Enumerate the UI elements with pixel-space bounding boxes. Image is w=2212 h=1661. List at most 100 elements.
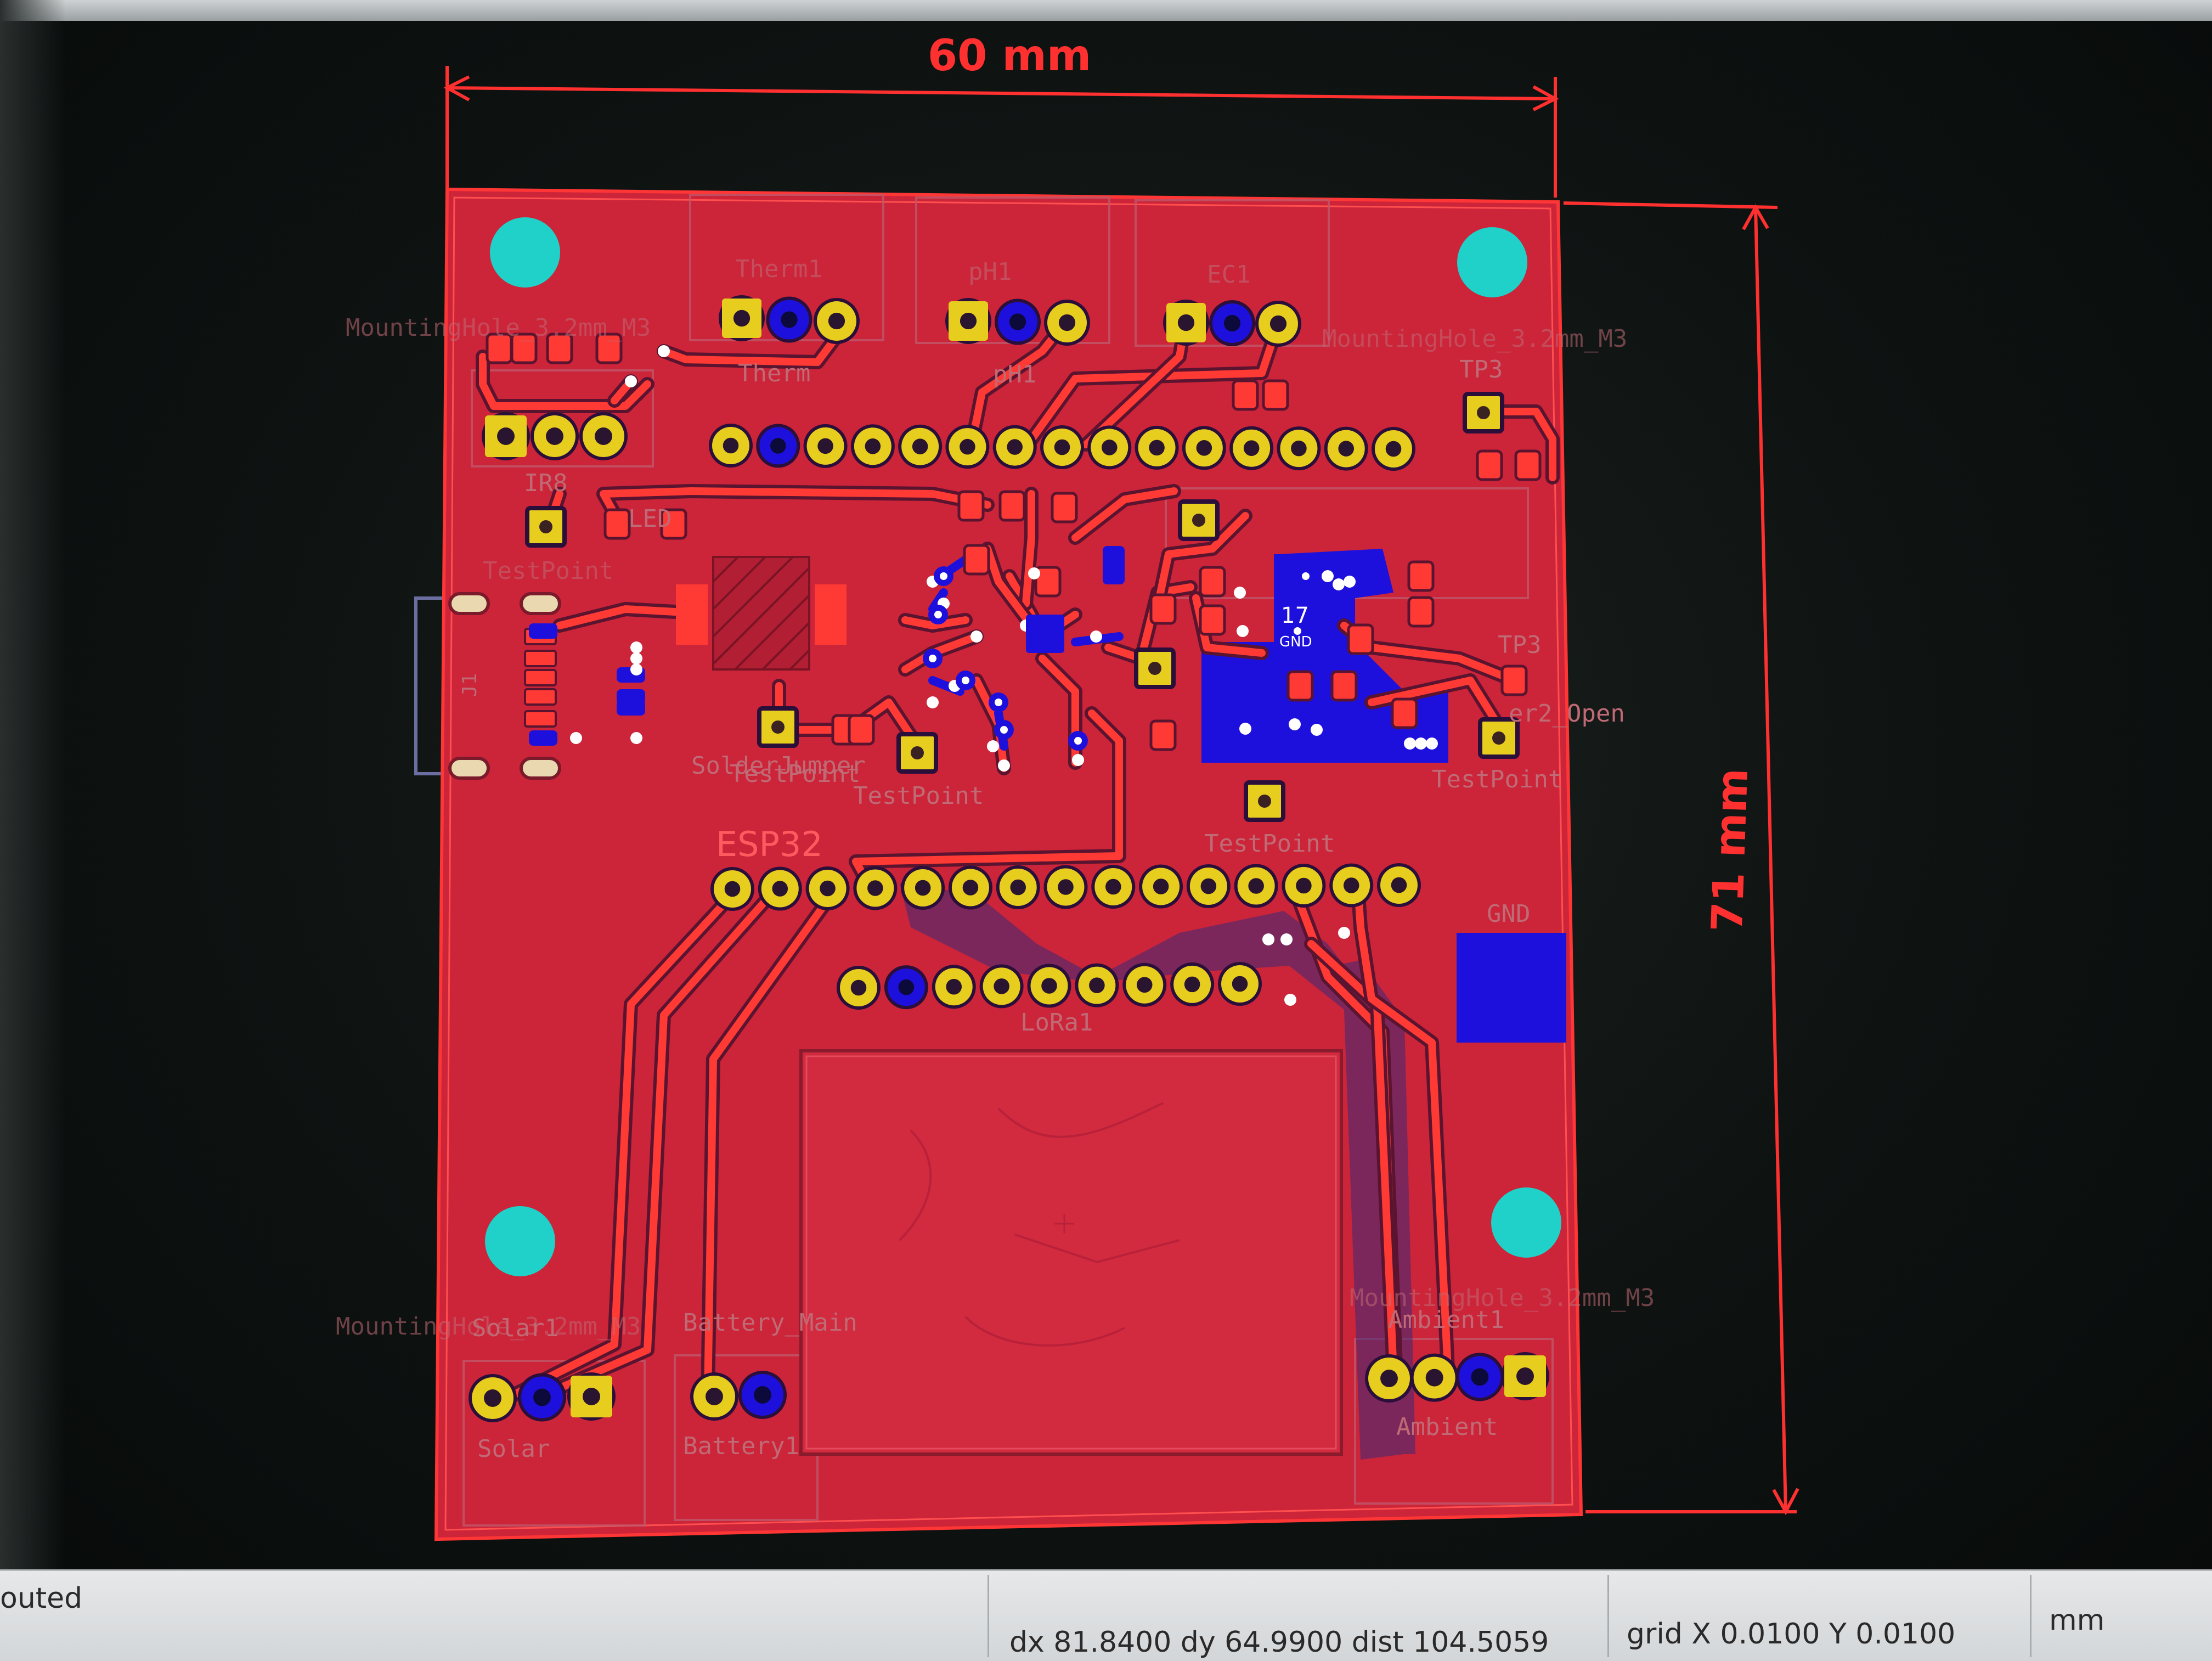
regulator-ic — [676, 556, 847, 671]
pad-hole — [772, 881, 788, 897]
smd-pad — [603, 508, 631, 540]
pad-hole — [1102, 440, 1118, 455]
gnd-pad-label: GND — [1487, 900, 1530, 928]
ir8-label: IR8 — [524, 469, 567, 497]
battery-val: Battery1 — [683, 1432, 799, 1460]
usb-shell-pad — [448, 757, 490, 780]
smd-pad — [1262, 379, 1289, 411]
pad-hole — [1149, 440, 1165, 456]
pad-hole — [960, 312, 977, 330]
therm-ref: Therm1 — [735, 255, 822, 283]
via — [630, 663, 642, 675]
via — [630, 652, 642, 665]
pad-hole — [828, 312, 845, 330]
monitor-top-strip — [0, 0, 2212, 21]
smd-pad — [1232, 379, 1259, 411]
trace — [506, 888, 739, 1400]
via — [1237, 625, 1249, 637]
back-smd-pad — [529, 730, 557, 746]
pad-hole — [1041, 978, 1057, 994]
therm-val: Therm — [738, 359, 810, 387]
pad-hole — [1232, 976, 1248, 992]
status-divider — [2030, 1575, 2032, 1657]
pad-hole — [546, 427, 563, 445]
pad-hole — [733, 309, 751, 327]
back-trace — [945, 555, 970, 575]
mounting-hole — [1491, 1187, 1561, 1258]
trace — [479, 353, 651, 410]
pad-hole — [994, 978, 1009, 994]
pad-hole — [1054, 439, 1070, 455]
solder-jumper-label: SolderJumper — [691, 752, 866, 780]
smd-pad — [1051, 492, 1078, 523]
pcb-editor-canvas[interactable]: 60 mm 71 mm — [0, 0, 2212, 1558]
pad-hole — [1343, 877, 1359, 893]
smd-pad — [546, 333, 573, 364]
smd-pad — [1034, 566, 1062, 598]
pad-hole — [781, 311, 798, 328]
component-pads[interactable] — [448, 217, 1561, 1422]
pad-hole — [820, 880, 836, 897]
pad-hole — [770, 438, 786, 454]
smd-pad — [1476, 449, 1503, 481]
width-dimension[interactable]: 60 mm — [443, 31, 1559, 198]
smd-pad — [1347, 623, 1374, 655]
status-left-text: outed — [0, 1582, 83, 1615]
back-smd-pad — [617, 689, 645, 705]
ec-ref: EC1 — [1207, 261, 1250, 289]
chip-pad — [1026, 615, 1064, 653]
status-bar: outed dx 81.8400 dy 64.9900 dist 104.505… — [0, 1569, 2212, 1661]
chip-net-label: GND — [1279, 634, 1312, 650]
via — [630, 732, 642, 744]
smd-pad — [963, 544, 990, 576]
pad-hole — [1196, 440, 1212, 456]
silkscreen-text: ESP32 LoRa1 GND Therm1 Therm pH1 pH1 EC1… — [336, 255, 1655, 1463]
via — [1262, 933, 1274, 945]
smd-pad — [1500, 665, 1528, 696]
status-divider — [1607, 1575, 1609, 1657]
via — [1072, 754, 1084, 766]
pad-hole — [1258, 795, 1271, 808]
usb-pin-pad — [524, 710, 557, 728]
mounting-hole — [490, 217, 560, 288]
trace — [600, 487, 991, 522]
solar-val: Solar — [477, 1435, 550, 1463]
usb-ref: J1 — [459, 673, 481, 697]
pad-hole — [1243, 440, 1260, 456]
pad-hole — [1516, 1367, 1534, 1385]
pad-hole — [912, 438, 928, 454]
via — [625, 375, 637, 387]
via — [570, 732, 582, 744]
width-dimension-label: 60 mm — [928, 31, 1091, 81]
via — [1028, 567, 1040, 579]
pad-hole — [1338, 441, 1354, 457]
pad-hole — [962, 880, 979, 896]
pad-hole — [1492, 731, 1505, 745]
pad-hole — [533, 1388, 551, 1406]
via — [1284, 994, 1296, 1006]
via — [1322, 570, 1334, 582]
testpoint-mid1-label: TestPoint — [730, 760, 860, 788]
mounting-hole — [485, 1206, 555, 1276]
pad-hole — [867, 880, 883, 896]
pad-hole — [1291, 440, 1307, 457]
mh-tr-label: MountingHole_3.2mm_M3 — [1322, 325, 1627, 353]
via — [1289, 718, 1301, 730]
testpoint-right-label: TestPoint — [1432, 765, 1562, 793]
pad-hole — [1385, 441, 1402, 457]
back-smd-pad — [1103, 546, 1125, 584]
via-hole — [1302, 572, 1310, 580]
pad-hole — [850, 979, 867, 996]
via — [998, 759, 1010, 772]
pad-hole — [1391, 877, 1407, 893]
usb-shell-pad — [520, 757, 561, 780]
height-dimension[interactable]: 71 mm — [1563, 201, 1799, 1516]
via — [970, 630, 983, 643]
lora-module-outline — [799, 1049, 1343, 1456]
via — [1344, 576, 1356, 588]
pad-hole — [706, 1388, 723, 1405]
trace — [1368, 677, 1502, 728]
via-hole — [962, 677, 969, 684]
smd-pad — [998, 490, 1026, 522]
pad-hole — [1296, 877, 1312, 894]
